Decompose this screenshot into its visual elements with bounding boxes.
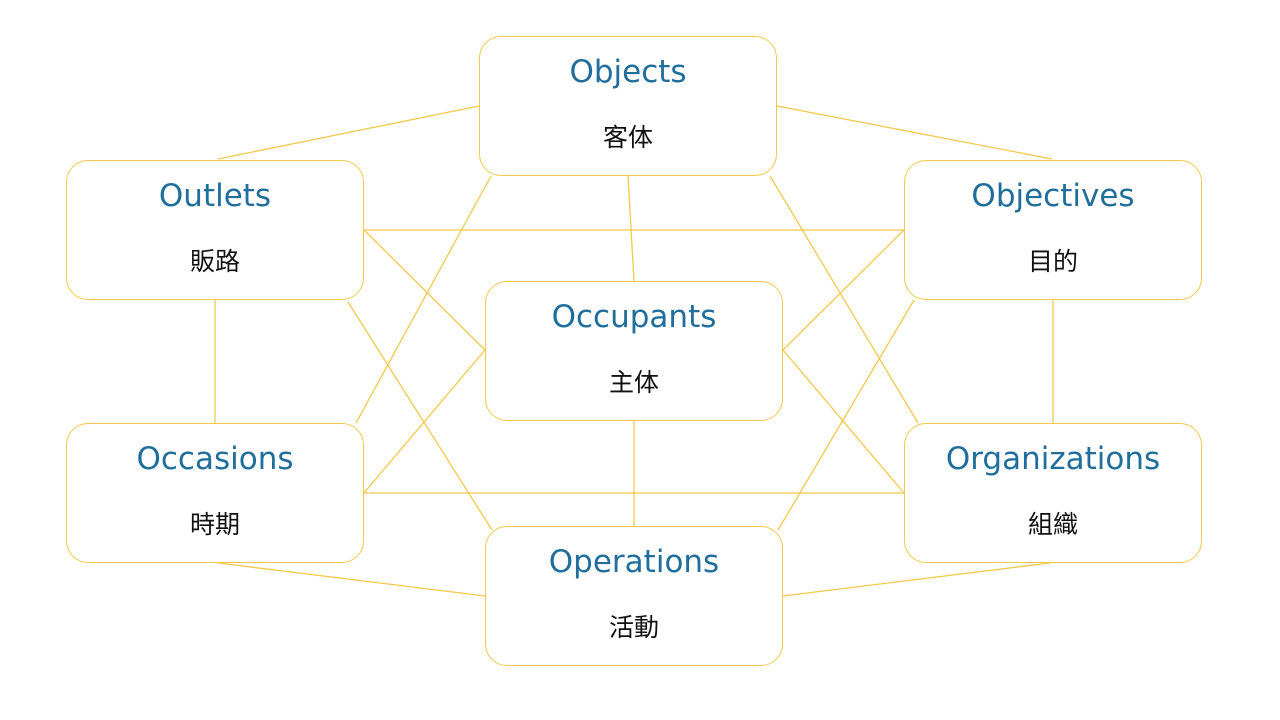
connector-objects-organizations xyxy=(769,175,919,424)
node-objectives: Objectives 目的 xyxy=(904,160,1202,300)
node-outlets-title: Outlets xyxy=(158,178,272,214)
connector-organizations-occupants xyxy=(782,349,905,494)
node-occasions-title: Occasions xyxy=(136,441,294,477)
node-organizations: Organizations 組織 xyxy=(904,423,1202,563)
node-occupants-subtitle: 主体 xyxy=(608,368,659,397)
node-objectives-subtitle: 目的 xyxy=(1027,247,1078,276)
connector-objects-occupants xyxy=(627,175,635,282)
connector-outlets-operations xyxy=(347,301,493,531)
node-occasions-subtitle: 時期 xyxy=(189,510,240,539)
connector-organizations-operations xyxy=(782,562,1051,597)
node-occupants-title: Occupants xyxy=(551,299,717,335)
node-outlets: Outlets 販路 xyxy=(66,160,364,300)
node-occasions: Occasions 時期 xyxy=(66,423,364,563)
connector-outlets-occupants xyxy=(363,229,486,351)
connector-objectives-occupants xyxy=(782,229,905,351)
connector-occasions-operations xyxy=(217,562,486,597)
connector-objectives-operations xyxy=(777,299,915,531)
node-objects-title: Objects xyxy=(569,54,687,90)
connector-objects-objectives xyxy=(776,105,1053,160)
connector-objects-outlets xyxy=(217,105,480,160)
connector-occasions-occupants xyxy=(363,349,486,494)
node-organizations-title: Organizations xyxy=(945,441,1161,477)
node-organizations-subtitle: 組織 xyxy=(1027,510,1078,539)
node-occupants: Occupants 主体 xyxy=(485,281,783,421)
node-objectives-title: Objectives xyxy=(971,178,1135,214)
node-objects-subtitle: 客体 xyxy=(602,123,653,152)
node-operations-title: Operations xyxy=(548,544,720,580)
node-outlets-subtitle: 販路 xyxy=(189,247,240,276)
node-objects: Objects 客体 xyxy=(479,36,777,176)
node-operations: Operations 活動 xyxy=(485,526,783,666)
node-operations-subtitle: 活動 xyxy=(608,613,659,642)
connector-objects-occasions xyxy=(355,175,492,424)
